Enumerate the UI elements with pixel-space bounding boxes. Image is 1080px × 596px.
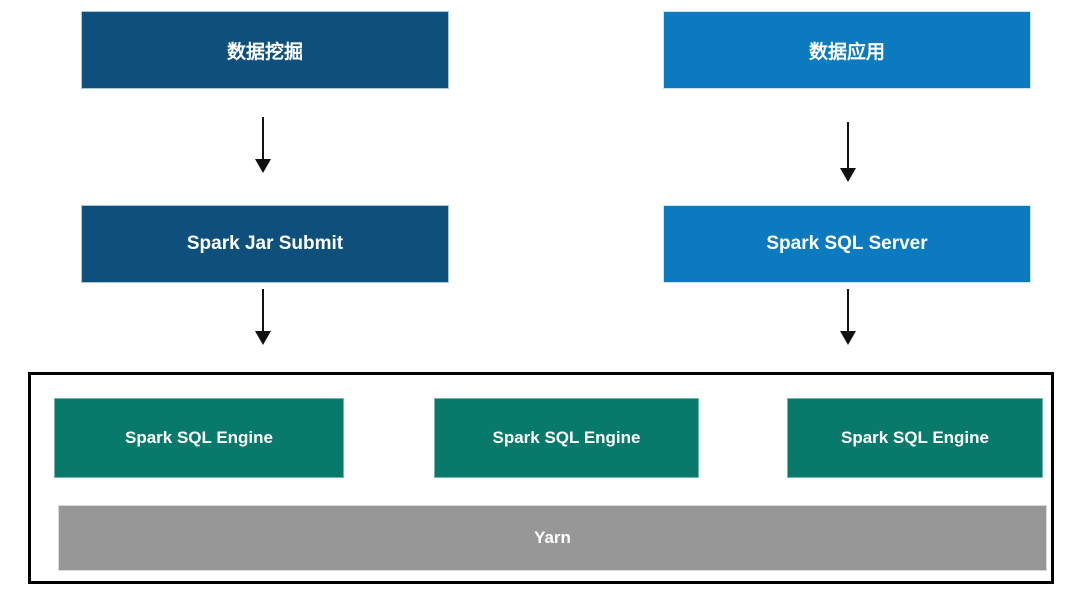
cluster-container: Spark SQL Engine Spark SQL Engine Spark …	[28, 372, 1054, 584]
node-spark-sql-engine-1: Spark SQL Engine	[54, 398, 344, 478]
down-arrow-shaft	[262, 289, 264, 331]
node-spark-sql-engine-1-label: Spark SQL Engine	[124, 428, 273, 447]
down-arrow-shaft	[847, 289, 849, 331]
down-arrow-left-2	[255, 289, 271, 345]
node-spark-sql-server: Spark SQL Server	[663, 205, 1031, 283]
node-data-application-label: 数据应用	[808, 41, 885, 63]
down-arrow-head-icon	[255, 159, 271, 173]
down-arrow-shaft	[262, 117, 264, 159]
node-data-mining-label: 数据挖掘	[226, 41, 303, 63]
node-spark-sql-engine-3-label: Spark SQL Engine	[840, 428, 989, 447]
node-spark-sql-engine-2-label: Spark SQL Engine	[492, 428, 641, 447]
down-arrow-right-2	[840, 289, 856, 345]
down-arrow-left-1	[255, 117, 271, 173]
down-arrow-right-1	[840, 122, 856, 182]
down-arrow-shaft	[847, 122, 849, 168]
node-spark-jar-submit-label: Spark Jar Submit	[186, 233, 344, 254]
down-arrow-head-icon	[840, 331, 856, 345]
node-spark-sql-engine-2: Spark SQL Engine	[434, 398, 699, 478]
node-spark-sql-server-label: Spark SQL Server	[766, 233, 928, 254]
node-data-application: 数据应用	[663, 11, 1031, 89]
node-spark-jar-submit: Spark Jar Submit	[81, 205, 449, 283]
node-yarn-label: Yarn	[534, 528, 571, 547]
node-spark-sql-engine-3: Spark SQL Engine	[787, 398, 1043, 478]
node-data-mining: 数据挖掘	[81, 11, 449, 89]
down-arrow-head-icon	[255, 331, 271, 345]
node-yarn: Yarn	[58, 505, 1047, 571]
down-arrow-head-icon	[840, 168, 856, 182]
